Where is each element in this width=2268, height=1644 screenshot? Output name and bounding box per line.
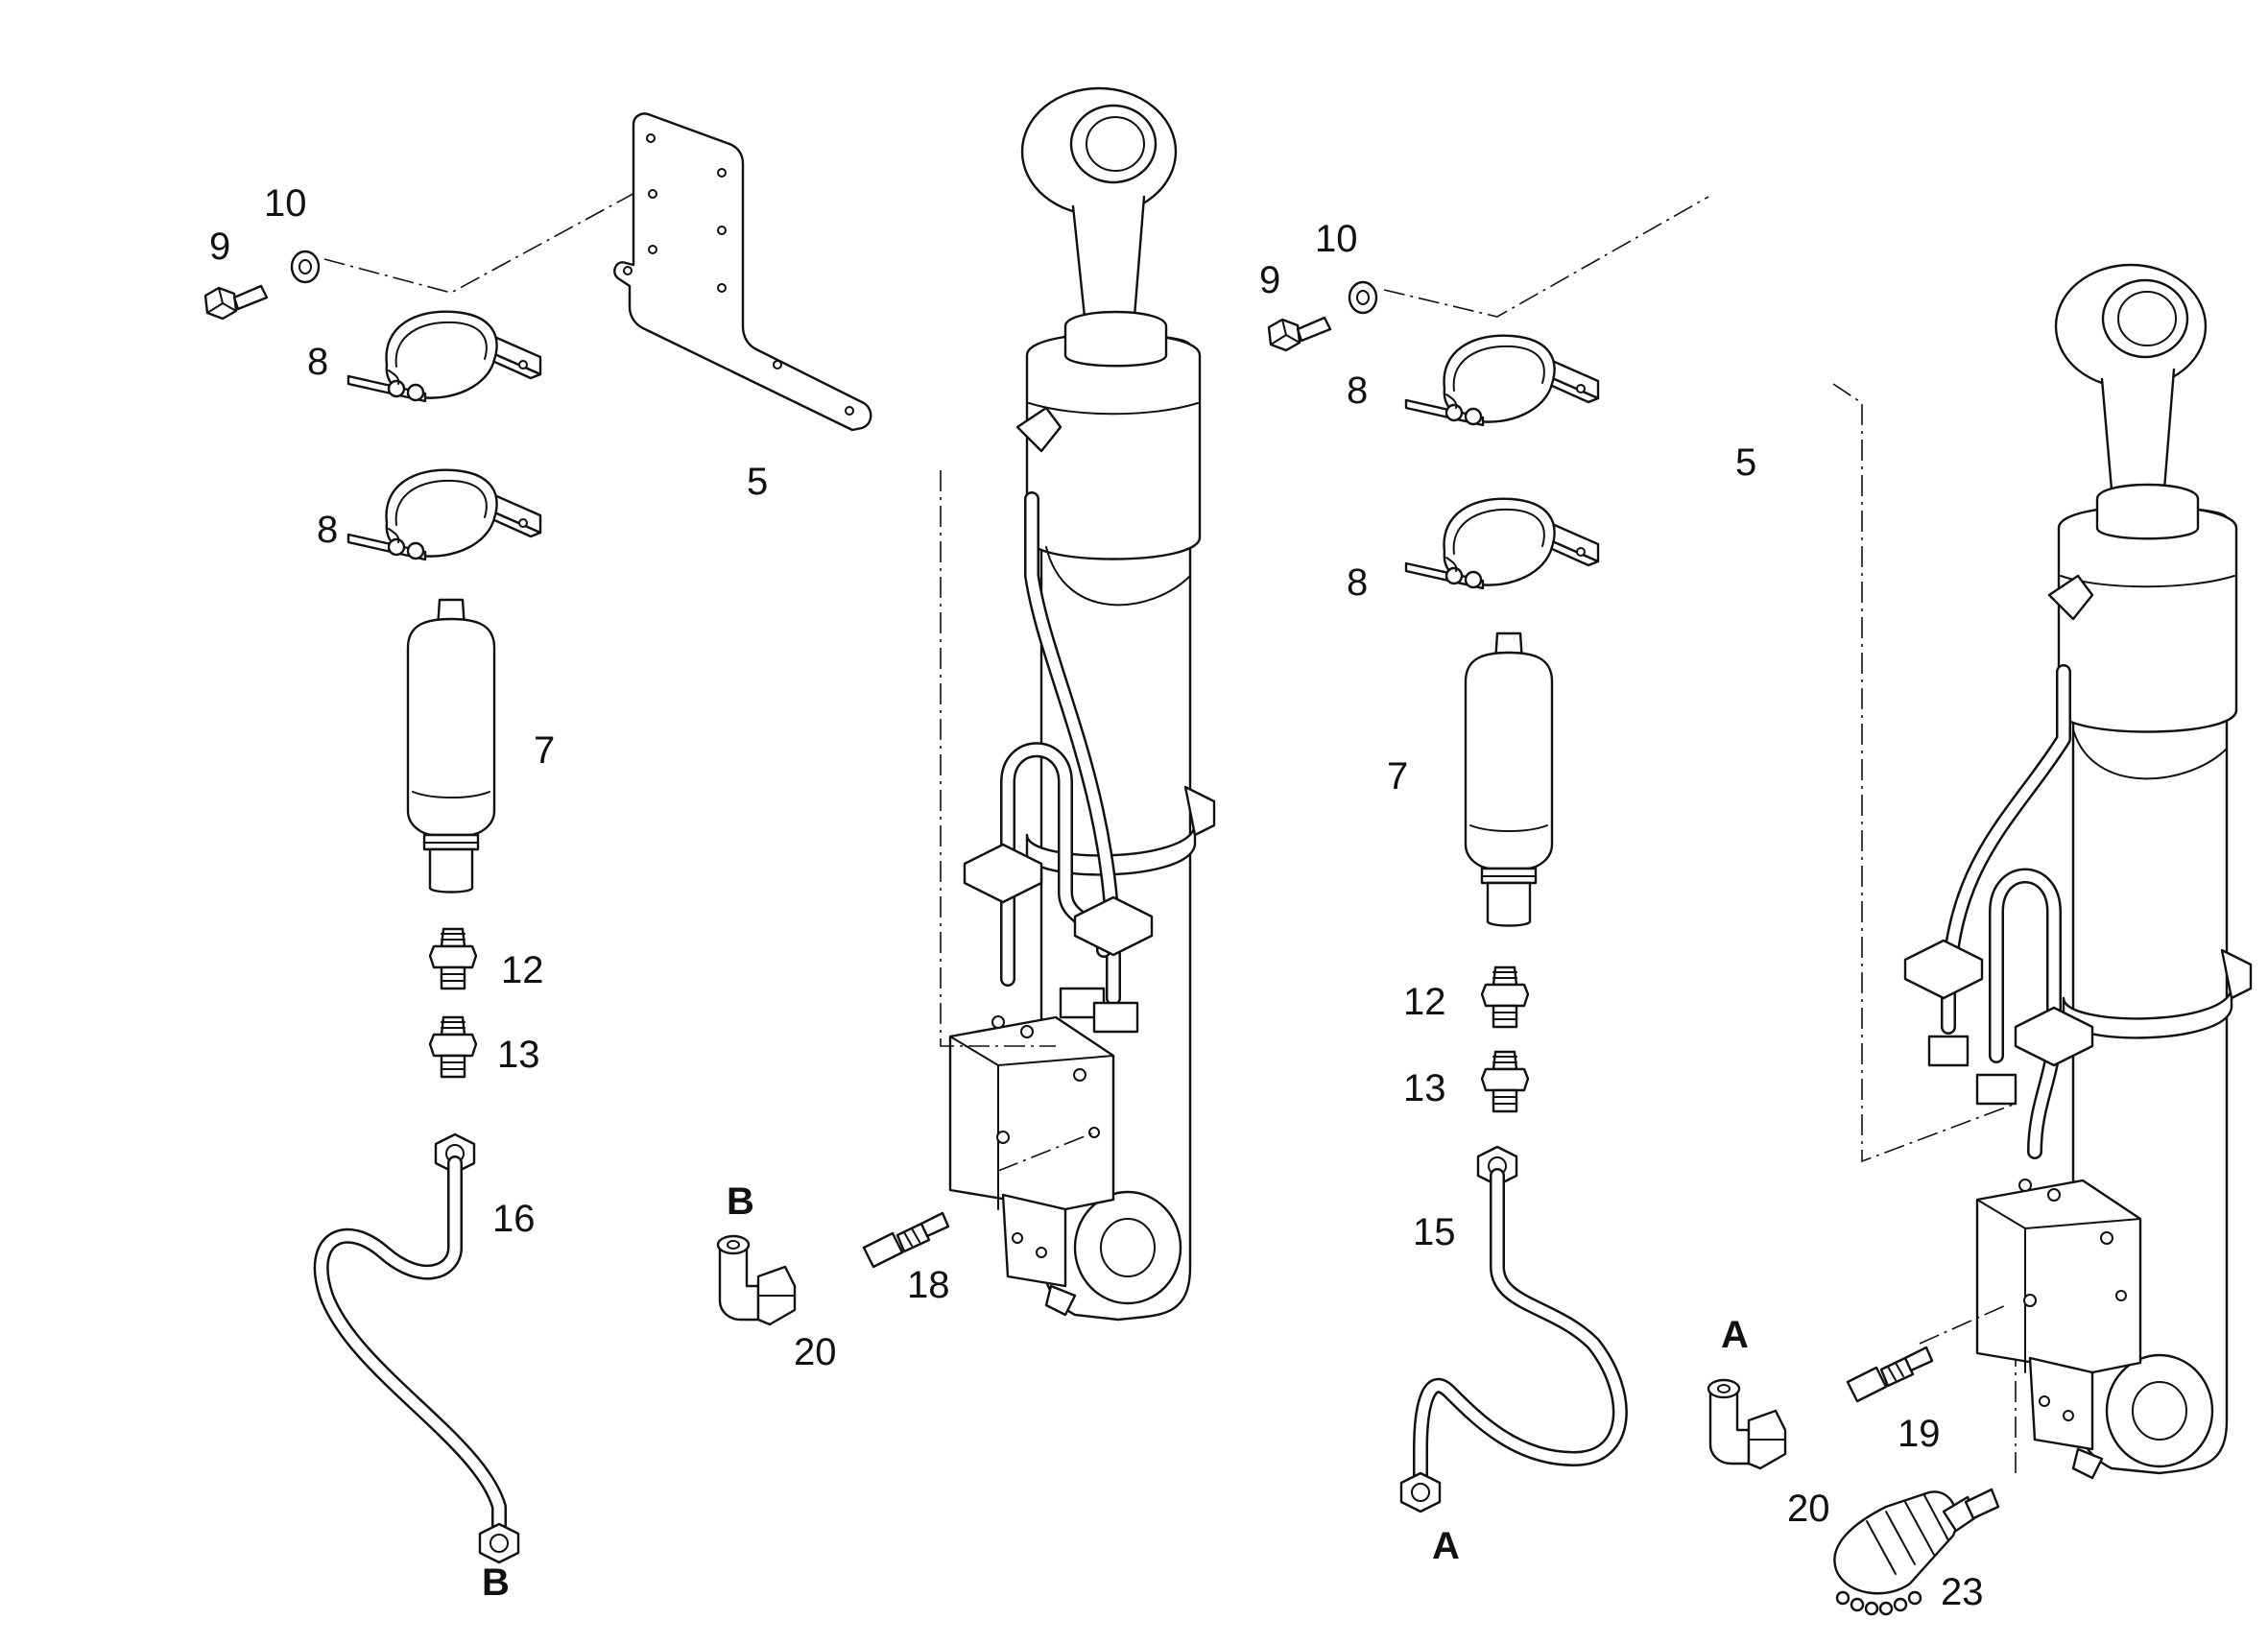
left-assembly	[203, 86, 1216, 1564]
clamp-part-lower	[346, 468, 542, 561]
pipe-16	[313, 1156, 507, 1543]
callout-16: 16	[492, 1198, 536, 1240]
adapter-part-12	[1480, 965, 1530, 1029]
leader-line	[1832, 383, 2017, 1163]
hydraulic-cylinder	[948, 86, 1216, 1322]
mounting-plate-part	[613, 112, 872, 432]
adapter-part-13	[1480, 1050, 1530, 1113]
hydraulic-cylinder	[1903, 263, 2253, 1480]
adapter-part-13	[428, 1015, 478, 1079]
callout-19: 19	[1898, 1413, 1941, 1455]
callout-9: 9	[209, 226, 230, 268]
clamp-part-lower	[1404, 497, 1600, 590]
screw-part	[203, 284, 269, 321]
nut-part	[1399, 1471, 1442, 1513]
callout-7: 7	[534, 729, 555, 772]
callout-23: 23	[1941, 1571, 1984, 1613]
callout-labels: 9 10 8 8 5 7 12 13 16 B B 18 20 9 10 8 8…	[209, 182, 1984, 1613]
clamp-part-upper	[1404, 334, 1600, 427]
adapter-part-12	[428, 927, 478, 990]
callout-20: 20	[794, 1331, 837, 1373]
callout-18: 18	[907, 1264, 950, 1306]
callout-10: 10	[1315, 218, 1358, 260]
washer-part	[290, 250, 321, 284]
connection-label-a: A	[1432, 1525, 1460, 1567]
callout-15: 15	[1413, 1211, 1456, 1253]
callout-8: 8	[307, 341, 328, 383]
leader-line	[997, 1132, 1095, 1172]
callout-8: 8	[1347, 369, 1368, 412]
callout-5: 5	[1735, 441, 1756, 484]
fitting-part	[862, 1211, 950, 1269]
nut-part	[478, 1522, 520, 1564]
callout-8: 8	[317, 509, 338, 551]
screw-part	[1267, 316, 1332, 352]
callout-12: 12	[501, 949, 544, 991]
callout-20: 20	[1787, 1488, 1830, 1530]
elbow-fitting-part	[716, 1234, 797, 1326]
callout-13: 13	[497, 1034, 540, 1076]
elbow-fitting-part	[1707, 1378, 1787, 1470]
callout-7: 7	[1387, 755, 1408, 798]
connection-label-b: B	[727, 1180, 754, 1223]
callout-13: 13	[1403, 1067, 1446, 1109]
callout-10: 10	[264, 182, 307, 225]
fitting-part	[1846, 1346, 1934, 1403]
leader-line	[1383, 196, 1709, 318]
clamp-part-upper	[346, 310, 542, 403]
callout-8: 8	[1347, 561, 1368, 604]
quick-coupler-part	[1833, 1488, 2000, 1616]
right-assembly	[1267, 196, 2253, 1616]
leader-line	[323, 172, 673, 294]
leader-line	[940, 470, 1056, 1047]
washer-part	[1348, 280, 1378, 315]
connection-label-b: B	[482, 1561, 510, 1604]
accumulator-part	[406, 598, 496, 893]
accumulator-part	[1464, 631, 1554, 927]
callout-12: 12	[1403, 981, 1446, 1023]
callout-5: 5	[747, 461, 768, 503]
callout-9: 9	[1259, 259, 1280, 301]
leader-line	[1919, 1304, 2007, 1345]
connection-label-a: A	[1721, 1314, 1749, 1356]
